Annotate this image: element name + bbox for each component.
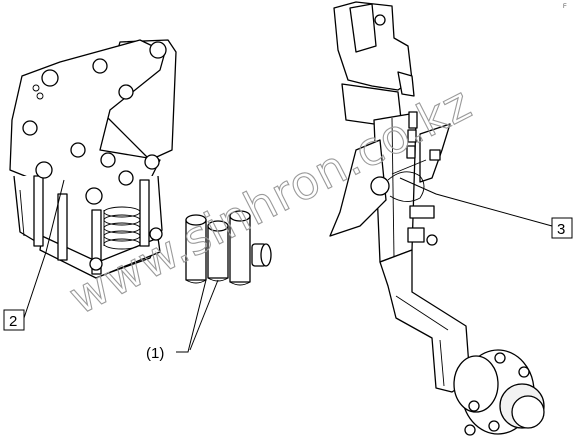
wheel-stud <box>464 424 476 436</box>
callout-3: 3 <box>399 177 573 239</box>
hex-bolt <box>118 84 134 100</box>
callout-label: 2 <box>9 313 17 330</box>
clamp-lug <box>397 71 415 97</box>
pin <box>185 214 207 284</box>
bolt-block <box>409 205 435 219</box>
hex-bolt <box>70 142 86 158</box>
guide-rod <box>33 175 44 247</box>
hex-bolt <box>149 41 167 59</box>
pin <box>251 243 272 267</box>
hex-bolt <box>118 170 134 186</box>
wheel-stud <box>494 352 506 364</box>
tube-slot <box>406 145 416 159</box>
clamp-hole <box>374 14 386 26</box>
wheel-stud <box>468 400 480 412</box>
hex-bolt <box>35 161 53 179</box>
hex-bolt <box>144 154 160 170</box>
hex-bolt <box>22 120 38 136</box>
compression-spring <box>103 206 141 250</box>
hitch-leg-assembly <box>329 1 545 436</box>
locking-pin <box>370 149 441 202</box>
reference-1: (1) <box>146 279 219 362</box>
pin <box>207 220 229 282</box>
bracket-edge <box>19 189 25 237</box>
hex-bolt <box>89 257 103 271</box>
spring-bracket-assembly <box>9 39 177 279</box>
hex-bolt <box>41 69 59 87</box>
wheel-hub <box>453 349 545 436</box>
wheel-stud <box>488 420 500 432</box>
reference-label: (1) <box>146 345 164 362</box>
tube-slot <box>408 111 418 129</box>
pin <box>229 210 251 286</box>
leader-line <box>23 179 65 319</box>
hex-bolt <box>149 227 163 241</box>
side-bracket <box>329 139 387 237</box>
bolt-heads <box>22 41 167 271</box>
callout-label: 3 <box>557 221 565 238</box>
leader-line <box>189 279 219 351</box>
leader-line <box>399 177 553 227</box>
hex-bolt <box>85 187 103 205</box>
guide-rod <box>57 193 68 261</box>
page-mark: F <box>563 4 567 10</box>
clamp-jaw <box>349 3 377 53</box>
pin-set <box>185 210 272 286</box>
bolt-block <box>407 227 425 243</box>
callout-box <box>3 309 25 331</box>
hex-bolt <box>426 234 438 246</box>
leg-arm <box>379 249 471 393</box>
hex-bolt <box>92 58 108 74</box>
vertical-tube <box>373 113 417 263</box>
wheel-stud <box>518 366 530 378</box>
callout-box <box>551 217 573 239</box>
guide-rod <box>91 209 102 275</box>
tube-slot <box>407 129 417 143</box>
callout-2: 2 <box>3 179 65 331</box>
hex-bolt <box>100 152 116 168</box>
leader-line <box>176 279 207 353</box>
